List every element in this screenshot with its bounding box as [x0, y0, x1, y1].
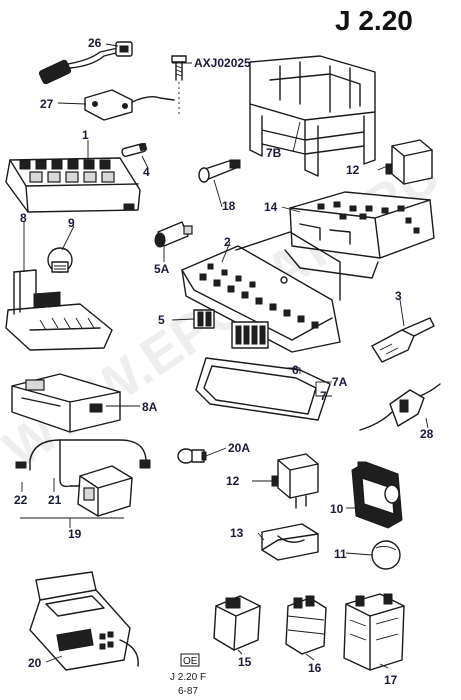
label-5a: 5A: [154, 262, 170, 276]
part-28-inline-fuse: [359, 383, 441, 431]
part-3-terminal: [371, 317, 435, 363]
label-6: 6: [292, 363, 299, 377]
label-19: 19: [68, 527, 82, 541]
label-8a: 8A: [142, 400, 158, 414]
part-26-switch: [38, 41, 133, 85]
label-20: 20: [28, 656, 42, 670]
label-1: 1: [82, 128, 89, 142]
label-27: 27: [40, 97, 54, 111]
part-10-switch: [351, 461, 403, 529]
part-16-relay-socket: [285, 595, 327, 655]
part-20-display: [29, 571, 139, 671]
part-17-relay-socket: [343, 593, 405, 671]
part-14-fuse-box: [284, 191, 435, 279]
label-7b: 7B: [266, 146, 282, 160]
part-1-switch-bank: [5, 157, 141, 213]
label-11: 11: [334, 547, 347, 561]
part-2-fuse-panel: [181, 231, 341, 353]
part-8a-lamp-housing: [11, 373, 121, 433]
label-4: 4: [143, 165, 150, 179]
label-8: 8: [20, 211, 27, 225]
label-7: 7: [320, 389, 327, 403]
label-7a: 7A: [332, 375, 348, 389]
part-19-connector: [20, 465, 133, 519]
footer: OE J 2.20 F 6-87: [170, 653, 206, 697]
label-16: 16: [308, 661, 322, 675]
part-12-relay-top: [385, 139, 433, 185]
part-18-bulb-holder: [198, 159, 241, 183]
footer-logo-box: [180, 653, 200, 667]
label-18: 18: [222, 199, 236, 213]
screw-part: [171, 55, 187, 115]
label-2: 2: [224, 235, 231, 249]
part-13-clip: [261, 523, 319, 561]
part-15-relay-base: [213, 595, 261, 651]
label-10: 10: [330, 502, 344, 516]
label-22: 22: [14, 493, 28, 507]
label-12-top: 12: [346, 163, 360, 177]
part-7-cover: [195, 357, 331, 421]
part-27-bracket: [84, 89, 175, 121]
label-26: 26: [88, 36, 102, 50]
label-17: 17: [384, 673, 398, 687]
label-12-lower: 12: [226, 474, 240, 488]
footer-code: J 2.20 F: [170, 672, 206, 683]
part-12-relay-lower: [271, 453, 319, 509]
label-9: 9: [68, 216, 75, 230]
part-4-fuse: [121, 142, 148, 157]
footer-logo: OE: [183, 656, 198, 667]
label-14: 14: [264, 200, 278, 214]
page-title: J 2.20: [335, 5, 413, 36]
part-20a-bulb: [177, 448, 207, 464]
part-8-holder: [5, 269, 113, 351]
label-28: 28: [420, 427, 434, 441]
part-21-wiring: [15, 439, 151, 488]
callout-labels: 26 27 AXJ02025 1 4 18 7B 12 14 8 9 5A 2 …: [14, 36, 434, 687]
leader-lines: [21, 43, 429, 669]
part-11-cap: [371, 540, 401, 570]
footer-date: 6-87: [178, 686, 198, 697]
part-5a-plug: [154, 221, 193, 248]
part-5-fuse: [193, 309, 215, 329]
part-9-bulb: [47, 247, 73, 273]
label-13: 13: [230, 526, 244, 540]
label-15: 15: [238, 655, 252, 669]
part-7b-frame: [249, 55, 376, 177]
label-21: 21: [48, 493, 62, 507]
label-ref-code: AXJ02025: [194, 56, 251, 70]
part-6-relay-block: [231, 321, 269, 349]
label-5: 5: [158, 313, 165, 327]
label-3: 3: [395, 289, 402, 303]
label-20a: 20A: [228, 441, 250, 455]
